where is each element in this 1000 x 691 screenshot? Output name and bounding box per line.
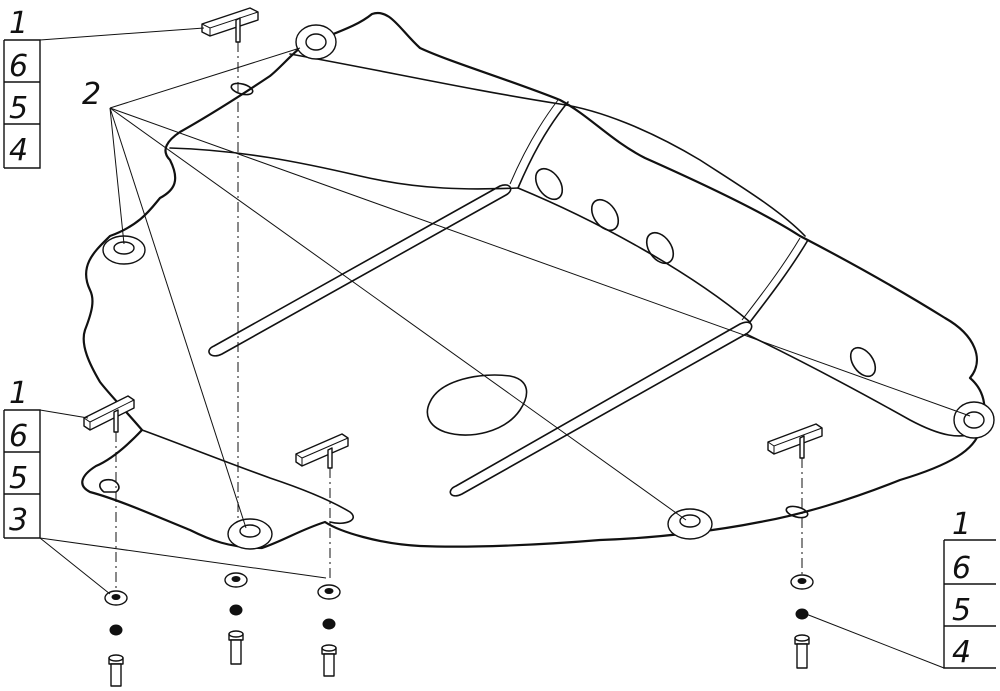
fastener-stack <box>224 572 248 665</box>
callout-number: 6 <box>9 49 28 84</box>
channel-side-line <box>517 187 751 323</box>
callout-number: 5 <box>9 91 28 126</box>
left-bend-line <box>169 147 519 190</box>
inspection-hole <box>426 374 528 436</box>
fastener-stack <box>317 584 341 677</box>
front-flange <box>141 429 355 525</box>
grommet <box>953 401 995 439</box>
callout-number: 4 <box>9 133 28 168</box>
fastener-stack <box>790 574 814 669</box>
callout-2: 2 <box>82 77 101 112</box>
clip-nut <box>767 423 823 459</box>
flange-slot <box>99 478 120 493</box>
callout-number: 1 <box>952 507 971 542</box>
leader-lines <box>39 27 971 669</box>
right-panel-line <box>745 333 981 437</box>
vent-slots <box>534 167 877 378</box>
callout-stack-bottom-right: 1 6 5 4 <box>943 507 996 670</box>
callout-number: 5 <box>952 593 971 628</box>
callout-number: 6 <box>952 551 971 586</box>
callout-number: 1 <box>9 376 28 411</box>
callout-number: 4 <box>952 635 971 670</box>
callout-stack-bottom-left: 1 6 5 3 <box>3 376 41 539</box>
raised-channel-lower-2 <box>741 237 801 321</box>
fastener-stack <box>104 590 128 687</box>
skid-plate-outline <box>81 11 986 550</box>
raised-channel-upper-2 <box>509 99 559 185</box>
callout-number: 5 <box>9 461 28 496</box>
callout-number: 3 <box>9 503 28 538</box>
callout-number: 1 <box>9 6 28 41</box>
mount-slot <box>785 505 809 519</box>
grommet <box>227 518 273 550</box>
clip-nut <box>201 7 259 43</box>
raised-channel-upper <box>517 101 569 189</box>
callout-stack-top-left: 1 6 5 4 <box>3 6 41 169</box>
rib-left <box>208 184 512 357</box>
grommet <box>667 508 713 540</box>
raised-channel-lower <box>749 239 809 323</box>
grommet <box>102 235 146 265</box>
mount-slot <box>230 82 254 96</box>
callout-number: 6 <box>9 419 28 454</box>
clip-nut <box>83 395 135 433</box>
upper-bend-line <box>289 53 806 237</box>
clip-nut <box>295 433 349 469</box>
grommet <box>295 24 337 60</box>
